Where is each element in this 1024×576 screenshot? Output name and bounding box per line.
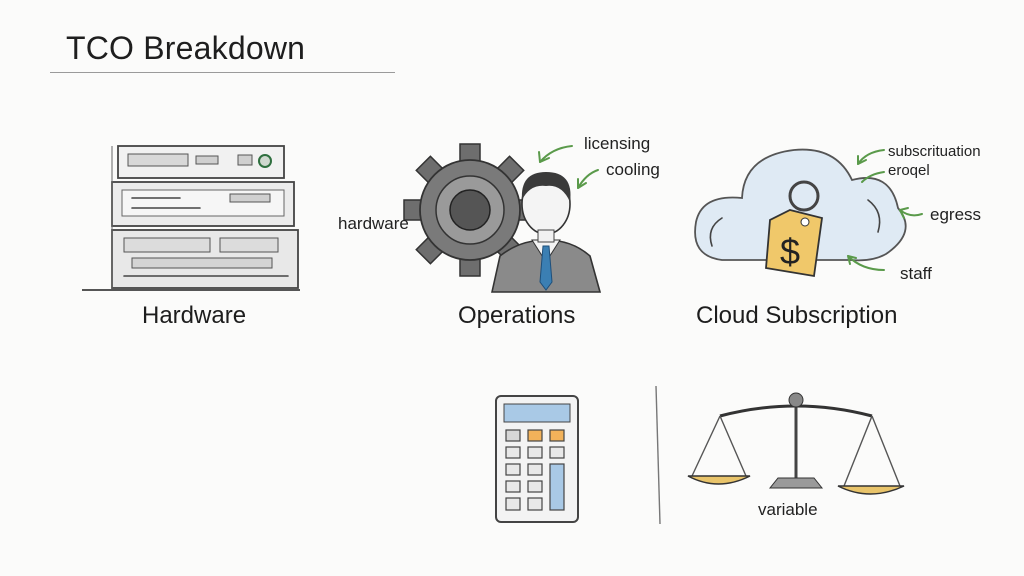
cloud-annotation-egress: egress — [930, 205, 982, 224]
gear-icon — [403, 143, 537, 277]
cloud-icon — [694, 148, 907, 262]
server-rack-icon — [82, 145, 300, 291]
section-divider — [655, 385, 661, 525]
cloud-subscription-label: Cloud Subscription — [696, 302, 898, 329]
operations-annotation-cooling: cooling — [606, 160, 660, 179]
scale-annotation-variable: variable — [758, 500, 818, 519]
price-tag-icon: $ — [765, 180, 824, 278]
operations-label: Operations — [458, 302, 576, 329]
operations-annotation-arrows — [538, 145, 599, 189]
operations-annotation-licensing: licensing — [584, 134, 651, 153]
cloud-annotation-subscription: subscrituation — [888, 143, 981, 160]
cloud-annotation-staff: staff — [900, 264, 932, 283]
hardware-label: Hardware — [142, 302, 247, 329]
hardware-annotation: hardware — [338, 214, 409, 233]
cloud-annotation-arrows — [847, 149, 923, 271]
cloud-annotation-eroqel: eroqel — [888, 162, 930, 179]
person-icon — [491, 172, 602, 293]
calculator-icon — [495, 395, 579, 523]
svg-text:$: $ — [780, 231, 800, 272]
balance-scale-icon — [687, 392, 905, 495]
page-title: TCO Breakdown — [66, 30, 306, 66]
title-divider — [50, 72, 395, 73]
